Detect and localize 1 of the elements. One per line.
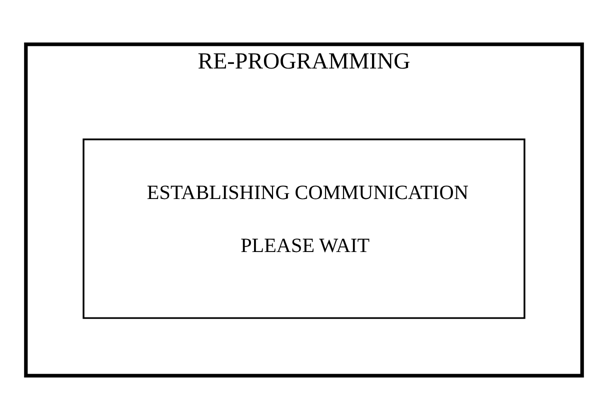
- node-box: ESTABLISHING COMMUNICATION PLEASE WAIT: [82, 138, 526, 319]
